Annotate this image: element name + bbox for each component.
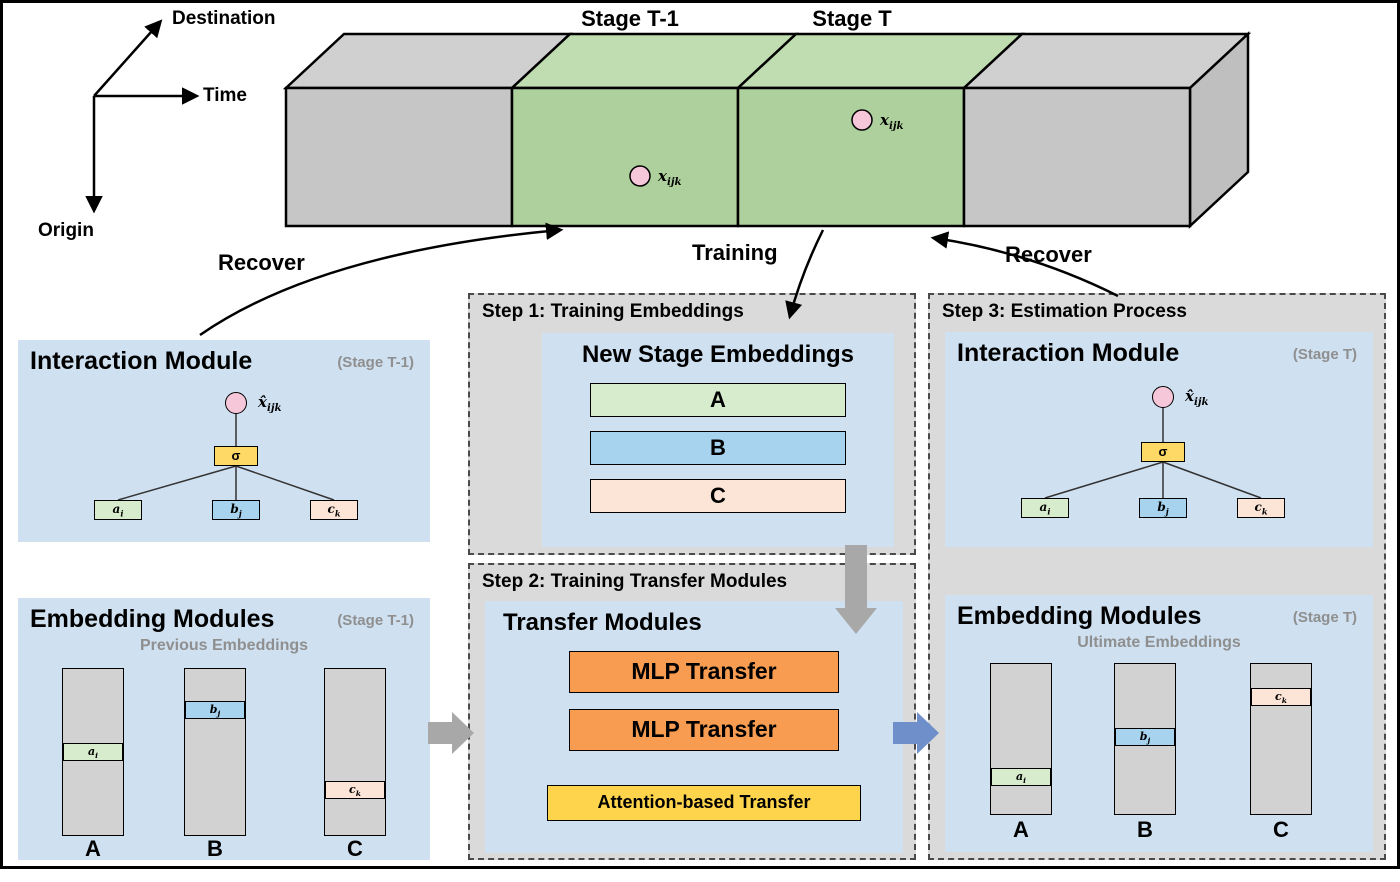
input-box-b: bj xyxy=(1139,498,1187,518)
recover-left-label: Recover xyxy=(218,250,305,275)
data-point-stage-t1 xyxy=(629,165,651,187)
stage-tag: (Stage T) xyxy=(1292,346,1357,363)
embedding-segment-a: ai xyxy=(63,743,123,761)
embeddings-subtitle: Ultimate Embeddings xyxy=(1077,634,1241,651)
sigma-box: σ xyxy=(214,446,258,466)
data-point-label-t: xijk xyxy=(880,111,904,132)
new-embedding-bar-b: B xyxy=(590,431,846,465)
panel-header: Embedding Modules (Stage T-1) xyxy=(18,598,430,634)
new-embedding-bar-a: A xyxy=(590,383,846,417)
input-box-c: ck xyxy=(1237,498,1285,518)
input-box-a: ai xyxy=(94,500,142,520)
embedding-bar-c-label: C xyxy=(1273,817,1289,842)
embedding-bar-b: bj xyxy=(184,668,246,836)
embedding-modules-stage-t-panel: Embedding Modules (Stage T) Ultimate Emb… xyxy=(945,595,1373,852)
network-lines xyxy=(117,414,335,501)
destination-axis-arrow xyxy=(93,19,163,97)
network-lines xyxy=(1044,408,1262,499)
embedding-bar-a-label: A xyxy=(85,836,101,861)
mlp-transfer-2: MLP Transfer xyxy=(569,709,839,751)
new-embedding-bar-c: C xyxy=(590,479,846,513)
mlp-transfer-1: MLP Transfer xyxy=(569,651,839,693)
step2-box: Step 2: Training Transfer Modules Transf… xyxy=(468,563,916,860)
step3-title: Step 3: Estimation Process xyxy=(942,301,1187,322)
interaction-module-stage-t-panel: Interaction Module (Stage T) x̂ijk σ ai … xyxy=(945,332,1373,547)
tensor-front-face-gray-1 xyxy=(284,86,514,228)
interaction-module-stage-t1-panel: Interaction Module (Stage T-1) x̂ijk σ a… xyxy=(18,340,430,542)
embedding-bar-b-label: B xyxy=(207,836,223,861)
transfer-modules-title: Transfer Modules xyxy=(503,609,702,636)
stage-t1-label: Stage T-1 xyxy=(581,6,679,31)
step3-box: Step 3: Estimation Process Interaction M… xyxy=(928,293,1386,860)
embedding-bar-a: ai xyxy=(990,663,1052,815)
sigma-box: σ xyxy=(1141,442,1185,462)
embedding-bar-b-label: B xyxy=(1137,817,1153,842)
embedding-segment-b: bj xyxy=(1115,728,1175,746)
input-box-c: ck xyxy=(310,500,358,520)
output-node-label: x̂ijk xyxy=(1185,387,1209,408)
output-node-circle xyxy=(1152,386,1174,408)
panel-header: Interaction Module (Stage T) xyxy=(945,332,1373,368)
output-node-circle xyxy=(225,392,247,414)
embedding-bar-c: ck xyxy=(1250,663,1312,815)
training-label: Training xyxy=(692,240,778,265)
stage-tag: (Stage T-1) xyxy=(337,354,414,371)
transfer-modules-panel: Transfer Modules MLP Transfer MLP Transf… xyxy=(485,601,903,853)
embeddings-subtitle: Previous Embeddings xyxy=(139,637,309,654)
input-box-a: ai xyxy=(1021,498,1069,518)
tensor-front-face-stage-t xyxy=(736,86,966,228)
embedding-segment-c: ck xyxy=(325,781,385,799)
data-point-stage-t xyxy=(851,109,873,131)
recover-right-label: Recover xyxy=(1005,242,1092,267)
tensor-front-face-gray-2 xyxy=(962,86,1192,228)
attention-based-transfer: Attention-based Transfer xyxy=(547,785,861,821)
data-point-label-t1: xijk xyxy=(658,167,682,188)
embedding-bar-b: bj xyxy=(1114,663,1176,815)
axis-label-time: Time xyxy=(203,85,248,106)
embedding-segment-b: bj xyxy=(185,701,245,719)
panel-title: Embedding Modules xyxy=(957,602,1202,630)
embedding-segment-c: ck xyxy=(1251,688,1311,706)
embedding-bar-a-label: A xyxy=(1013,817,1029,842)
input-box-b: bj xyxy=(212,500,260,520)
embedding-modules-stage-t1-panel: Embedding Modules (Stage T-1) Previous E… xyxy=(18,598,430,861)
new-stage-embeddings-panel: New Stage Embeddings A B C xyxy=(542,333,894,547)
embedding-bar-c: ck xyxy=(324,668,386,836)
panel-title: Embedding Modules xyxy=(30,605,275,633)
stage-tag: (Stage T-1) xyxy=(337,612,414,629)
step1-title: Step 1: Training Embeddings xyxy=(482,301,744,322)
tensor-front-face-stage-t1 xyxy=(510,86,740,228)
output-node-label: x̂ijk xyxy=(258,393,282,414)
embedding-bar-a: ai xyxy=(62,668,124,836)
panel-header: Interaction Module (Stage T-1) xyxy=(18,340,430,376)
embedding-bar-c-label: C xyxy=(347,836,363,861)
axis-label-destination: Destination xyxy=(172,8,276,29)
axis-label-origin: Origin xyxy=(38,220,94,241)
embedding-segment-a: ai xyxy=(991,768,1051,786)
step1-box: Step 1: Training Embeddings New Stage Em… xyxy=(468,293,916,555)
stage-t-label: Stage T xyxy=(812,6,892,31)
panel-header: Embedding Modules (Stage T) xyxy=(945,595,1373,631)
panel-title: Interaction Module xyxy=(957,339,1180,367)
new-stage-embeddings-title: New Stage Embeddings xyxy=(581,341,855,368)
panel-title: Interaction Module xyxy=(30,347,253,375)
step2-title: Step 2: Training Transfer Modules xyxy=(482,571,788,592)
stage-tag: (Stage T) xyxy=(1292,609,1357,626)
